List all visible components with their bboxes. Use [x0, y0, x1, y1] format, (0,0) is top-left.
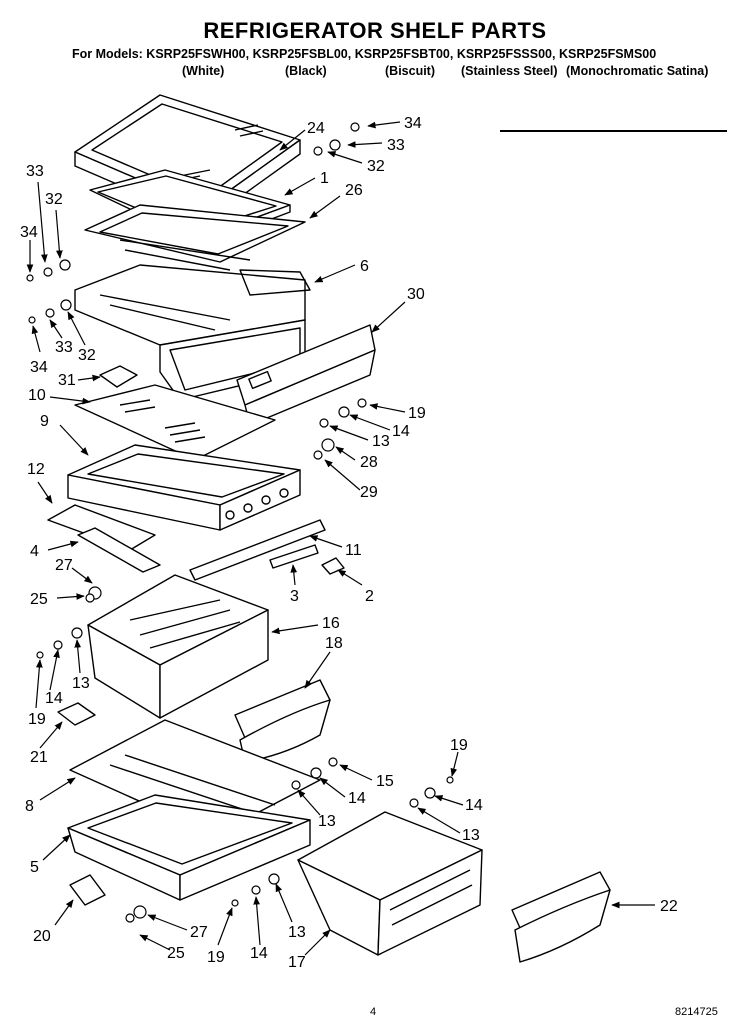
callout-25-mid: 25: [30, 591, 48, 608]
part-slide: [77, 527, 161, 573]
callout-14-left: 14: [45, 690, 63, 707]
callout-14-right: 14: [348, 790, 366, 807]
callout-32-left: 32: [45, 191, 63, 208]
callout-31: 31: [58, 372, 76, 389]
variant-white: (White): [182, 64, 225, 78]
callout-26: 26: [345, 182, 363, 199]
page-number: 4: [370, 1006, 377, 1018]
part-crisper-pan-lower: [297, 811, 483, 956]
callout-24: 24: [307, 120, 325, 137]
callout-14-mid: 14: [392, 423, 410, 440]
document-number: 8214725: [675, 1006, 718, 1018]
callout-11: 11: [345, 542, 362, 559]
callout-32-top: 32: [367, 158, 385, 175]
callout-19-bottom: 19: [207, 949, 225, 966]
part-glass-panel: [74, 384, 276, 461]
part-clip: [99, 365, 138, 388]
callout-6: 6: [360, 258, 369, 275]
part-crisper-pan-upper: [87, 574, 269, 719]
part-drawer-front-lower: [511, 871, 611, 963]
callout-2: 2: [365, 588, 374, 605]
callout-28: 28: [360, 454, 378, 471]
callout-17: 17: [288, 954, 306, 971]
callout-27-bottom: 27: [190, 924, 208, 941]
callout-33-mid: 33: [55, 339, 73, 356]
callout-33-top: 33: [387, 137, 405, 154]
part-small-slide: [269, 544, 319, 569]
callout-8: 8: [25, 798, 34, 815]
callout-21: 21: [30, 749, 48, 766]
callout-13-left: 13: [72, 675, 90, 692]
callout-3: 3: [290, 588, 299, 605]
callout-20: 20: [33, 928, 51, 945]
variant-black: (Black): [285, 64, 327, 78]
variant-biscuit: (Biscuit): [385, 64, 435, 78]
callout-9: 9: [40, 413, 49, 430]
part-shelf-track: [84, 204, 306, 271]
callout-29: 29: [360, 484, 378, 501]
callout-14-bottom: 14: [250, 945, 268, 962]
part-clip-bottom: [69, 874, 106, 906]
variant-satina: (Monochromatic Satina): [566, 64, 709, 78]
callout-25-bottom: 25: [167, 945, 185, 962]
callout-34-left: 34: [20, 224, 38, 241]
callout-12: 12: [27, 461, 45, 478]
callout-14-far: 14: [465, 797, 483, 814]
page-title: REFRIGERATOR SHELF PARTS: [203, 18, 547, 43]
callout-27-mid: 27: [55, 557, 73, 574]
callout-4: 4: [30, 543, 39, 560]
part-crisper-upper: [74, 264, 311, 401]
callout-10: 10: [28, 387, 46, 404]
fasteners: [26, 122, 454, 923]
part-frame-lower: [67, 794, 311, 901]
models-line: For Models: KSRP25FSWH00, KSRP25FSBL00, …: [72, 47, 657, 61]
part-runner-right: [189, 519, 326, 581]
callout-22: 22: [660, 898, 678, 915]
callout-13-bottom: 13: [288, 924, 306, 941]
callout-13-far: 13: [462, 827, 480, 844]
callout-19-right: 19: [450, 737, 468, 754]
callout-19-mid: 19: [408, 405, 426, 422]
leader-lines: [26, 121, 655, 956]
callout-30: 30: [407, 286, 425, 303]
callout-1: 1: [320, 170, 329, 187]
part-clip-lower: [57, 702, 96, 726]
callout-33-left: 33: [26, 163, 44, 180]
callout-16: 16: [322, 615, 340, 632]
callout-13-right: 13: [318, 813, 336, 830]
part-drawer-front: [234, 679, 331, 763]
callout-34-top: 34: [404, 115, 422, 132]
part-crisper-frame: [67, 444, 301, 531]
callout-13-mid: 13: [372, 433, 390, 450]
variant-stainless: (Stainless Steel): [461, 64, 558, 78]
callout-19-left: 19: [28, 711, 46, 728]
callout-5: 5: [30, 859, 39, 876]
callout-34-mid: 34: [30, 359, 48, 376]
callout-15: 15: [376, 773, 394, 790]
callout-18: 18: [325, 635, 343, 652]
callout-32-mid: 32: [78, 347, 96, 364]
